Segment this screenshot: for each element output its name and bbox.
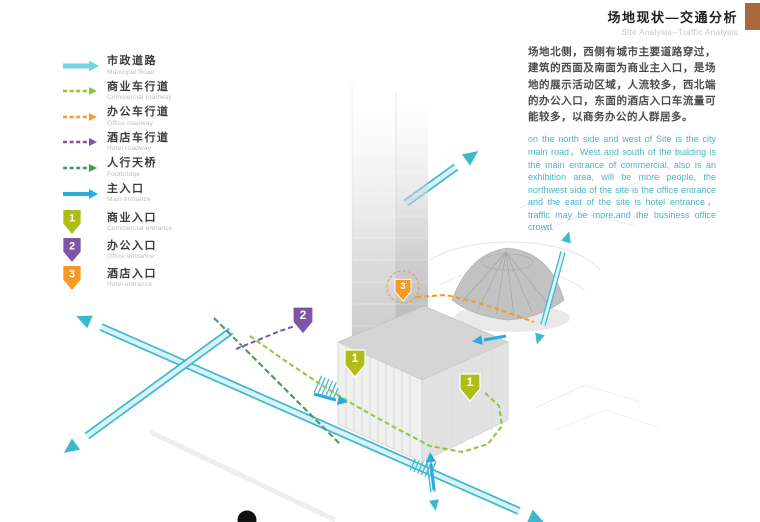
legend-label-en: Municipal Road (107, 68, 155, 76)
legend-item-commercial-entrance: 1 商业入口 Commercial entrance (62, 209, 173, 235)
legend: 市政道路 Municipal Road 商业车行道 Commercial roa… (62, 55, 173, 293)
legend-label-zh: 办公入口 (107, 239, 157, 252)
corner-tab (745, 3, 760, 30)
legend-label-zh: 市政道路 (107, 55, 157, 67)
legend-label-en: Main entrance (107, 196, 151, 204)
marker-pin-office-entrance: 2 (292, 306, 314, 335)
description-zh: 场地北侧，西侧有城市主要道路穿过，建筑的西面及南面为商业主入口，是场地的展示活动… (528, 46, 716, 124)
legend-label-en: Hotel entrance (107, 281, 153, 289)
marker-pin-commercial-entrance-west: 1 (344, 349, 366, 378)
office-roadway-arrow-icon (62, 111, 100, 123)
legend-item-municipal-road: 市政道路 Municipal Road (62, 55, 173, 76)
legend-label-zh: 商业车行道 (107, 80, 170, 93)
legend-item-office-roadway: 办公车行道 Office roadway (62, 107, 173, 127)
footbridge-path (213, 317, 341, 445)
crosswalk-hatch-west (313, 375, 341, 401)
legend-label-en: Footbridge (107, 170, 141, 178)
context-linework (148, 144, 701, 522)
legend-label-zh: 主入口 (107, 182, 145, 195)
legend-item-main-entrance: 主入口 Main entrance (62, 182, 173, 204)
main-entrance-arrows (313, 334, 507, 491)
municipal-road-east (535, 231, 571, 345)
commercial-roadway-path (249, 335, 504, 454)
legend-label-en: Commercial roadway (107, 94, 172, 102)
hotel-roadway-path (415, 293, 535, 323)
marker-pin-hotel-entrance: 3 (394, 278, 412, 302)
office-entrance-pin-icon: 2 (62, 237, 100, 263)
legend-label-en: Commercial entrance (107, 225, 173, 233)
legend-label-zh: 酒店入口 (107, 267, 157, 280)
legend-item-office-entrance: 2 办公入口 Office entrance (62, 237, 173, 263)
legend-label-en: Hotel roadway (107, 145, 152, 153)
dome-building (451, 247, 570, 332)
legend-label-zh: 办公车行道 (107, 106, 170, 119)
footbridge-arrow-icon (62, 162, 100, 174)
page-marker-dot (237, 510, 257, 522)
svg-text:3: 3 (400, 281, 405, 292)
legend-label-zh: 酒店车行道 (107, 131, 170, 144)
municipal-road-a (76, 315, 544, 522)
page-subtitle: Site Analysis--Traffic Analysis (621, 28, 738, 37)
marker-pin-commercial-entrance-east: 1 (459, 373, 481, 402)
legend-label-zh: 商业入口 (107, 211, 157, 224)
legend-item-footbridge: 人行天桥 Footbridge (62, 158, 173, 178)
description-block: 场地北侧，西侧有城市主要道路穿过，建筑的西面及南面为商业主入口，是场地的展示活动… (528, 44, 716, 234)
legend-label-en: Office entrance (107, 253, 154, 261)
hotel-entrance-highlight-circle (386, 270, 420, 304)
hotel-entrance-pin-icon: 3 (62, 265, 100, 291)
municipal-road-arrow-icon (62, 60, 100, 72)
commercial-roadway-arrow-icon (62, 85, 100, 97)
svg-text:1: 1 (467, 375, 474, 389)
legend-item-hotel-entrance: 3 酒店入口 Hotel entrance (62, 265, 173, 291)
main-entrance-arrow-icon (62, 188, 100, 200)
office-roadway-path (235, 324, 299, 350)
svg-text:2: 2 (300, 308, 307, 322)
legend-item-commercial-roadway: 商业车行道 Commercial roadway (62, 80, 173, 102)
svg-text:3: 3 (69, 269, 75, 281)
header: 场地现状—交通分析 Site Analysis--Traffic Analysi… (607, 7, 738, 37)
hotel-roadway-arrow-icon (62, 136, 100, 148)
svg-text:2: 2 (69, 241, 75, 253)
svg-text:1: 1 (352, 351, 359, 365)
commercial-entrance-pin-icon: 1 (62, 209, 100, 235)
legend-label-zh: 人行天桥 (107, 157, 157, 170)
legend-label-en: Office roadway (107, 119, 154, 127)
svg-text:1: 1 (69, 213, 75, 225)
description-en: on the north side and west of Site is th… (528, 134, 716, 233)
legend-item-hotel-roadway: 酒店车行道 Hotel roadway (62, 131, 173, 153)
page-title: 场地现状—交通分析 (607, 10, 738, 25)
